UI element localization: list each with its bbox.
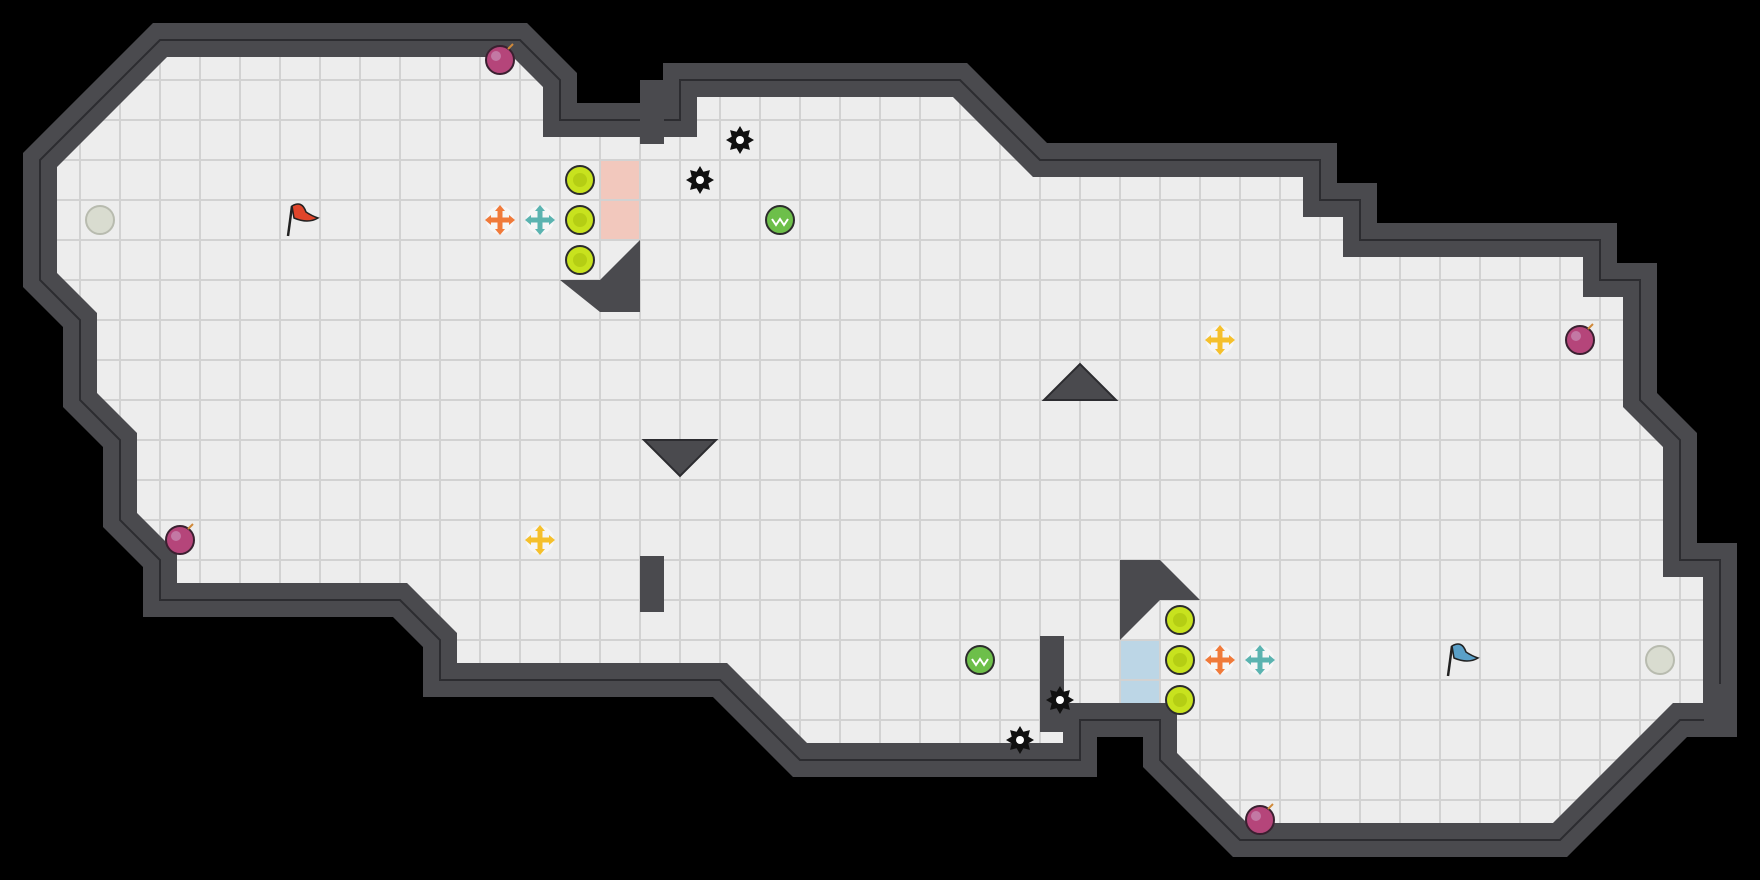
endzone-marker — [85, 205, 115, 235]
bomb-fuse — [507, 43, 514, 50]
gate-tile-red — [601, 161, 639, 199]
bomb-shine — [1571, 331, 1581, 341]
boost-arrow — [535, 229, 545, 235]
boost-bar-v — [537, 528, 543, 552]
powerup-icon[interactable] — [1165, 605, 1195, 635]
bomb-body — [485, 45, 515, 75]
boost-arrow — [549, 535, 555, 545]
mine-teeth — [971, 657, 989, 667]
wall-pillar — [1704, 684, 1728, 724]
spike-icon[interactable] — [726, 126, 754, 154]
wall-corner — [560, 240, 640, 312]
boost-teal-icon[interactable] — [525, 205, 555, 235]
wall-pillar — [1040, 636, 1064, 732]
powerup-icon[interactable] — [565, 205, 595, 235]
boost-arrow — [549, 215, 555, 225]
boost-arrow — [1255, 669, 1265, 675]
boost-arrow — [1205, 655, 1211, 665]
boost-arrow — [1215, 645, 1225, 651]
bomb-body — [1565, 325, 1595, 355]
boost-bar-v — [497, 208, 503, 232]
powerup-icon[interactable] — [565, 165, 595, 195]
boost-arrow — [1215, 349, 1225, 355]
boost-arrow — [525, 215, 531, 225]
boost-yellow-icon[interactable] — [1205, 325, 1235, 355]
spike-icon[interactable] — [686, 166, 714, 194]
spike-icon[interactable] — [1006, 726, 1034, 754]
flag-pole — [1446, 645, 1454, 677]
boost-arrow — [1255, 645, 1265, 651]
powerup-icon[interactable] — [565, 245, 595, 275]
gate-tile-red — [601, 201, 639, 239]
boost-arrow — [495, 229, 505, 235]
bomb-shine — [1251, 811, 1261, 821]
bomb-fuse — [1587, 323, 1594, 330]
bomb-shine — [171, 531, 181, 541]
boost-arrow — [495, 205, 505, 211]
powerup-core — [573, 213, 587, 227]
spike-center — [1056, 696, 1064, 704]
wall-pillar — [640, 80, 664, 144]
powerup-icon[interactable] — [1165, 645, 1195, 675]
boost-yellow-icon[interactable] — [525, 525, 555, 555]
boost-arrow — [485, 215, 491, 225]
bomb-body — [165, 525, 195, 555]
boost-arrow — [1269, 655, 1275, 665]
endzone-marker — [1645, 645, 1675, 675]
mine-teeth — [771, 217, 789, 227]
spike-center — [696, 176, 704, 184]
bomb-icon[interactable] — [165, 523, 195, 555]
powerup-core — [573, 253, 587, 267]
wall-edge — [39, 39, 1721, 841]
boost-arrow — [1215, 669, 1225, 675]
spike-icon[interactable] — [1046, 686, 1074, 714]
powerup-core — [1173, 693, 1187, 707]
boost-arrow — [1245, 655, 1251, 665]
flag-cloth — [1451, 643, 1480, 662]
pieces-layer — [85, 43, 1675, 835]
boost-orange-icon[interactable] — [485, 205, 515, 235]
powerup-core — [573, 173, 587, 187]
boost-arrow — [1229, 335, 1235, 345]
powerup-core — [1173, 613, 1187, 627]
bomb-fuse — [1267, 803, 1274, 810]
boost-bar-v — [1217, 328, 1223, 352]
bomb-icon[interactable] — [1565, 323, 1595, 355]
boost-arrow — [525, 535, 531, 545]
mine-icon[interactable] — [965, 645, 995, 675]
flag-cloth — [291, 203, 320, 222]
red-flag-icon[interactable] — [286, 203, 320, 237]
bomb-icon[interactable] — [485, 43, 515, 75]
boost-arrow — [1205, 335, 1211, 345]
bomb-icon[interactable] — [1245, 803, 1275, 835]
wall-triangle — [1041, 362, 1119, 401]
boost-bar-v — [1257, 648, 1263, 672]
bomb-fuse — [187, 523, 194, 530]
boost-bar-v — [537, 208, 543, 232]
powerup-icon[interactable] — [1165, 685, 1195, 715]
spike-center — [1016, 736, 1024, 744]
mine-icon[interactable] — [765, 205, 795, 235]
bomb-shine — [491, 51, 501, 61]
boost-arrow — [1215, 325, 1225, 331]
bomb-body — [1245, 805, 1275, 835]
powerup-core — [1173, 653, 1187, 667]
boost-teal-icon[interactable] — [1245, 645, 1275, 675]
spike-center — [736, 136, 744, 144]
wall-corner — [1120, 560, 1200, 640]
boost-arrow — [509, 215, 515, 225]
boost-orange-icon[interactable] — [1205, 645, 1235, 675]
wall-pillar — [640, 556, 664, 612]
boost-arrow — [535, 205, 545, 211]
flag-pole — [286, 205, 294, 237]
boost-arrow — [535, 525, 545, 531]
boost-bar-v — [1217, 648, 1223, 672]
wall-triangle — [641, 439, 719, 478]
blue-flag-icon[interactable] — [1446, 643, 1480, 677]
boost-arrow — [535, 549, 545, 555]
boost-arrow — [1229, 655, 1235, 665]
gate-tile-blue — [1121, 641, 1159, 679]
